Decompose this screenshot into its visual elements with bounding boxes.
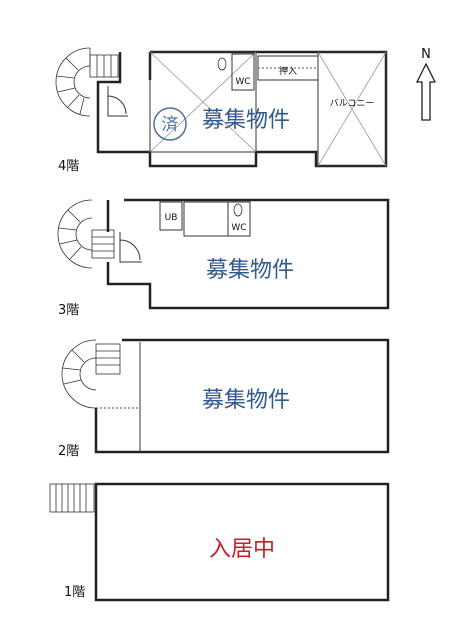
north-arrow-icon: N xyxy=(415,47,437,121)
spiral-stair-icon xyxy=(61,339,121,409)
stamp-icon: 済 xyxy=(153,107,187,141)
spiral-stair-icon xyxy=(55,47,119,117)
room-label-wc-4f: WC xyxy=(235,77,250,87)
floor-1-status: 入居中 xyxy=(209,537,275,562)
room-label-wc-3f: WC xyxy=(231,223,246,233)
exterior-stair-icon xyxy=(49,483,95,513)
floor-2-status: 募集物件 xyxy=(202,388,290,413)
room-label-closet-4f: 押入 xyxy=(279,65,297,77)
floor-3-label: 3階 xyxy=(58,303,79,318)
room-label-balcony-4f: バルコニー xyxy=(330,98,375,109)
stamp-text: 済 xyxy=(162,115,179,135)
floor-2-label: 2階 xyxy=(58,444,79,459)
floor-4-label: 4階 xyxy=(58,159,79,174)
compass-label: N xyxy=(421,47,431,62)
floor-3-status: 募集物件 xyxy=(206,258,294,283)
floor-3-plan: UB WC 募集物件 3階 xyxy=(57,198,390,318)
floor-2-plan: 募集物件 2階 xyxy=(58,338,390,459)
floor-4-plan: WC 押入 バルコニー 済 募集物件 4階 xyxy=(55,47,388,174)
floor-4-status: 募集物件 xyxy=(202,108,290,133)
room-label-ub-3f: UB xyxy=(165,213,178,223)
spiral-stair-icon xyxy=(57,199,115,269)
floor-1-plan: 入居中 1階 xyxy=(49,482,390,602)
floor-1-label: 1階 xyxy=(64,585,85,600)
